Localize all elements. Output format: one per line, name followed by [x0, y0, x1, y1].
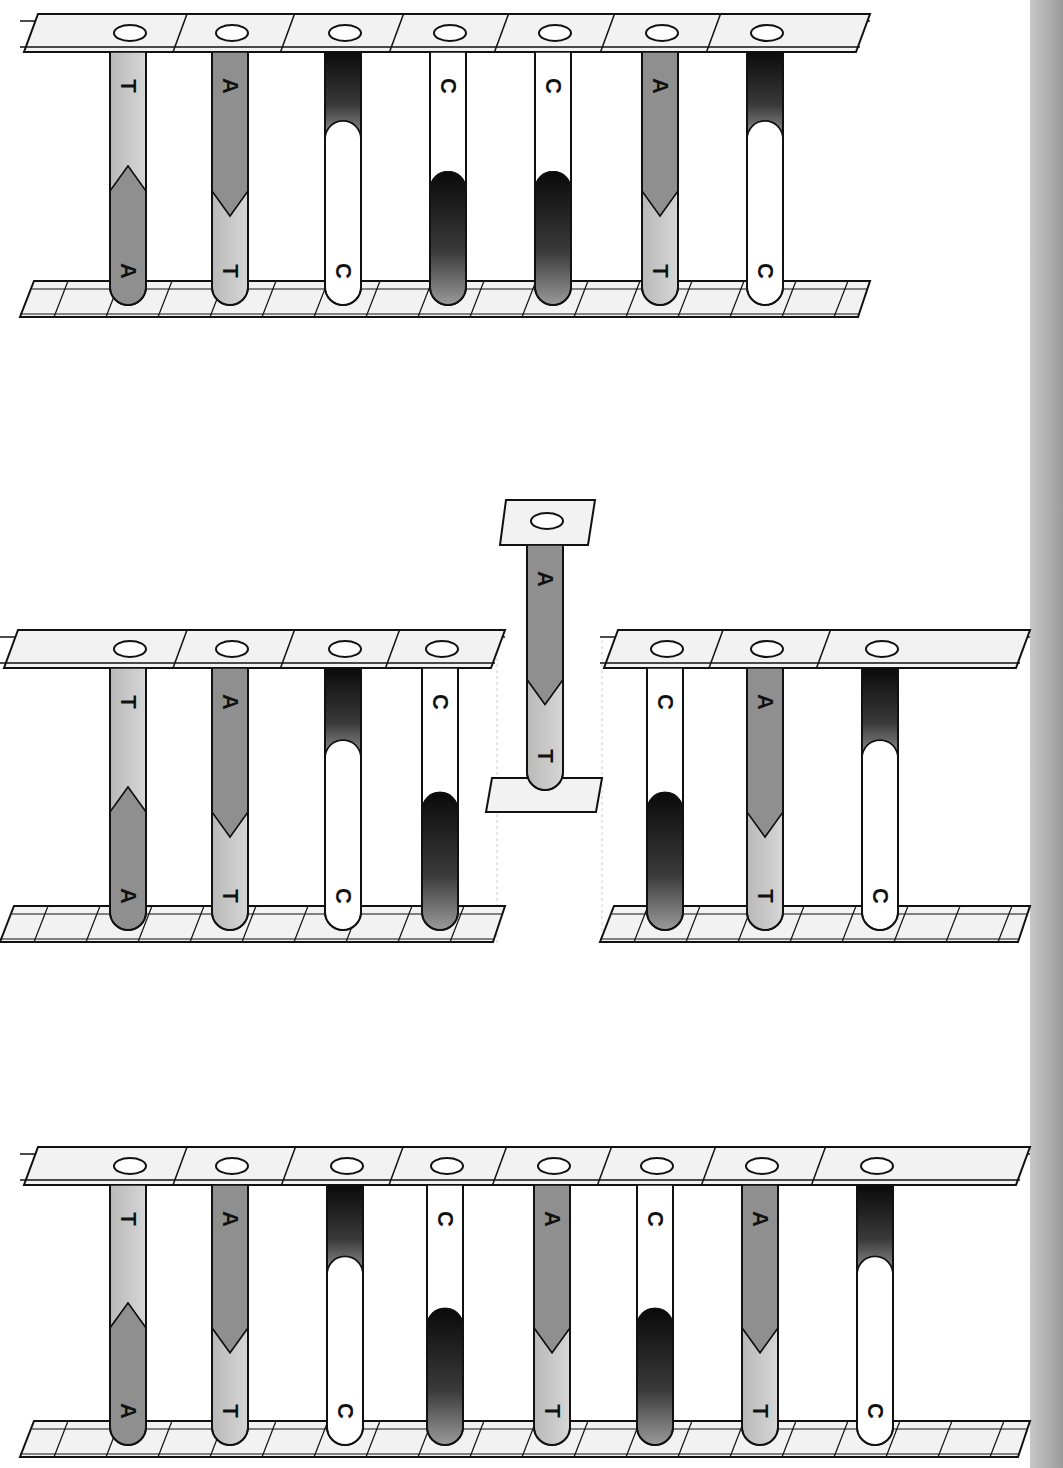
base-pair-rung — [212, 52, 248, 305]
base-pair-rung — [427, 1185, 463, 1445]
base-pair-rung — [422, 668, 458, 930]
base-pair-rung — [110, 668, 146, 930]
base-pair-rung — [637, 1185, 673, 1445]
base-letter: A — [117, 888, 139, 904]
base-pair-rung — [212, 668, 248, 930]
base-letter: A — [749, 1211, 771, 1227]
base-letter: C — [429, 694, 451, 710]
backbone-top — [20, 14, 870, 52]
base-pair-rung — [212, 1185, 248, 1445]
base-pair-rung — [642, 52, 678, 305]
base-pair-rung — [325, 668, 361, 930]
base-letter: T — [219, 889, 241, 902]
base-letter: C — [644, 1211, 666, 1227]
base-pair-rung — [527, 545, 563, 790]
base-letter: C — [334, 1403, 356, 1419]
base-pair-rung — [857, 1185, 893, 1445]
base-letter: A — [117, 263, 139, 279]
backbone-top — [0, 630, 505, 668]
base-letter: T — [219, 1404, 241, 1417]
base-letter: T — [117, 79, 139, 92]
base-letter: T — [117, 1212, 139, 1225]
base-letter: C — [332, 263, 354, 279]
base-letter: C — [869, 888, 891, 904]
base-letter: T — [749, 1404, 771, 1417]
base-letter: A — [541, 1211, 563, 1227]
base-pair-rung — [747, 668, 783, 930]
base-letter: C — [332, 888, 354, 904]
base-letter: T — [219, 264, 241, 277]
base-pair-rung — [110, 52, 146, 305]
base-letter: C — [437, 78, 459, 94]
page-binding — [1030, 0, 1063, 1468]
base-letter: A — [754, 694, 776, 710]
base-letter: C — [654, 694, 676, 710]
base-pair-rung — [747, 52, 783, 305]
base-letter: A — [219, 1211, 241, 1227]
base-letter: T — [649, 264, 671, 277]
base-pair-rung — [647, 668, 683, 930]
base-letter: C — [754, 263, 776, 279]
base-pair-rung — [325, 52, 361, 305]
base-letter: C — [434, 1211, 456, 1227]
base-letter: A — [649, 78, 671, 94]
base-letter: C — [864, 1403, 886, 1419]
base-letter: T — [534, 749, 556, 762]
base-pair-rung — [327, 1185, 363, 1445]
base-letter: T — [541, 1404, 563, 1417]
base-pair-rung — [110, 1185, 146, 1445]
base-letter: A — [534, 571, 556, 587]
backbone-top — [600, 630, 1030, 668]
base-letter: A — [219, 694, 241, 710]
inserted-plates — [486, 500, 602, 812]
base-letter: T — [754, 889, 776, 902]
base-pair-rung — [862, 668, 898, 930]
base-pair-rung — [742, 1185, 778, 1445]
base-pair-rung — [535, 52, 571, 305]
base-letter: T — [117, 695, 139, 708]
base-pair-rung — [534, 1185, 570, 1445]
base-letter: C — [542, 78, 564, 94]
base-letter: A — [219, 78, 241, 94]
base-pair-rung — [430, 52, 466, 305]
base-letter: A — [117, 1403, 139, 1419]
backbone-top — [20, 1147, 1030, 1185]
